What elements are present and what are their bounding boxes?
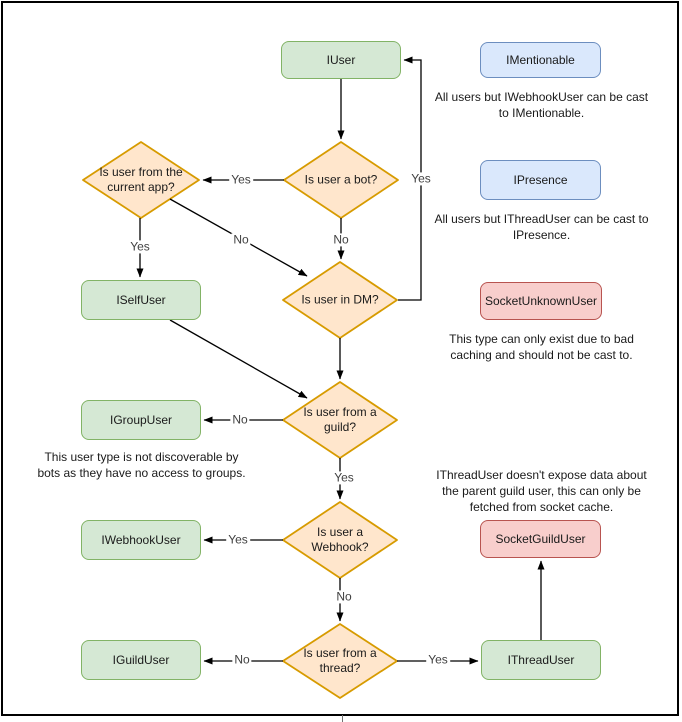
edge-label-bot-no: No [331,232,351,247]
decision-bot-label: Is user a bot? [304,172,378,187]
note-imentionable: All users but IWebhookUser can be cast t… [434,90,649,120]
edge-label-thread-no: No [232,652,252,667]
node-ithreaduser-label: IThreadUser [507,653,575,667]
node-iguilduser-label: IGuildUser [112,653,170,667]
node-socketguilduser-label: SocketGuildUser [495,532,586,546]
edge-label-current-app-no: No [231,232,251,247]
node-socketguilduser: SocketGuildUser [480,520,601,558]
note-ithreaduser: IThreadUser doesn't expose data about th… [436,468,647,514]
edge-label-thread-yes: Yes [426,652,450,667]
edge-label-current-app-yes: Yes [128,239,152,254]
note-ipresence: All users but IThreadUser can be cast to… [434,212,649,242]
page-boundary-tick [342,715,343,722]
decision-thread-label: Is user from a thread? [303,646,377,675]
decision-dm-label: Is user in DM? [301,292,379,307]
node-iselfuser: ISelfUser [81,280,201,320]
decision-thread-shape [282,623,398,699]
node-iguilduser: IGuildUser [81,640,201,680]
note-socketunknownuser: This type can only exist due to bad cach… [449,332,634,362]
decision-webhook-label: Is user a Webhook? [311,525,369,554]
edge-label-guild-no: No [230,412,250,427]
node-iuser-label: IUser [326,53,356,67]
edge-label-bot-yes: Yes [229,172,253,187]
node-ipresence: IPresence [480,160,601,200]
node-iwebhookuser: IWebhookUser [81,520,201,560]
node-igroupuser: IGroupUser [81,400,201,440]
node-imentionable: IMentionable [480,42,601,78]
node-socketunknownuser-label: SocketUnknownUser [484,294,598,308]
edge-iselfuser-to-guild [169,319,308,399]
note-igroupuser: This user type is not discoverable by bo… [37,450,246,480]
node-igroupuser-label: IGroupUser [109,413,173,427]
node-imentionable-label: IMentionable [506,53,575,67]
node-iwebhookuser-label: IWebhookUser [101,533,181,547]
node-iselfuser-label: ISelfUser [116,293,166,307]
decision-current-app-label: Is user from the current app? [99,165,183,194]
node-socketunknownuser: SocketUnknownUser [480,282,602,320]
edge-label-dm-yes: Yes [409,171,433,186]
decision-guild-label: Is user from a guild? [303,405,377,434]
node-ithreaduser: IThreadUser [481,640,601,680]
node-ipresence-label: IPresence [513,173,568,187]
edge-label-webhook-no: No [334,589,354,604]
edge-label-webhook-yes: Yes [226,532,250,547]
edge-label-guild-yes: Yes [332,470,356,485]
node-iuser: IUser [281,41,401,79]
